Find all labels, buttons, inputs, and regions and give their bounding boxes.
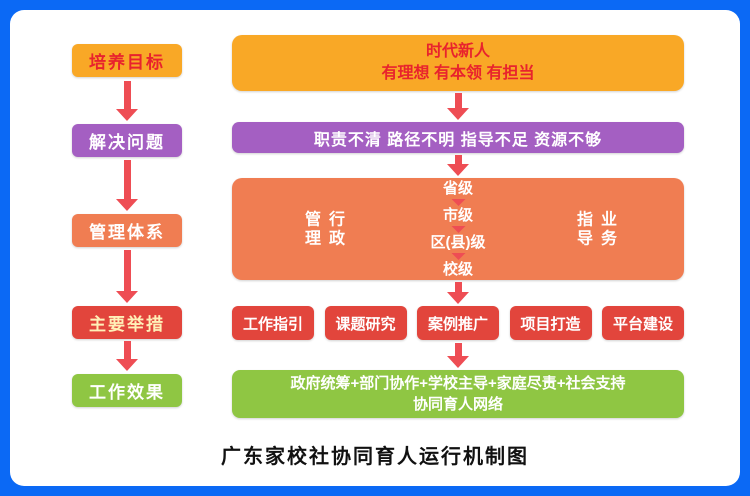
flow-arrow-left-3 xyxy=(116,250,138,303)
arrow-head-icon xyxy=(451,198,465,206)
stage-measures-label: 主要举措 xyxy=(72,306,182,339)
stage-problem-label: 解决问题 xyxy=(72,124,182,157)
level-city: 市级 xyxy=(442,206,473,224)
diagram-canvas: 培养目标 解决问题 管理体系 主要举措 工作效果 时代新人 有理想 有本领 有担… xyxy=(10,10,740,486)
flow-arrow-left-1 xyxy=(116,81,138,121)
level-district: 区(县)级 xyxy=(430,233,486,251)
problem-box: 职责不清 路径不明 指导不足 资源不够 xyxy=(232,122,684,153)
diagram-title: 广东家校社协同育人运行机制图 xyxy=(221,446,529,468)
level-arrow-2 xyxy=(451,225,465,233)
flow-arrow-right-1 xyxy=(447,93,469,120)
arrow-shaft xyxy=(123,341,131,359)
arrow-head-icon xyxy=(447,292,469,304)
arrow-shaft xyxy=(454,282,462,292)
measures-row: 工作指引 课题研究 案例推广 项目打造 平台建设 xyxy=(232,306,684,340)
effect-line-1: 政府统筹+部门协作+学校主导+家庭尽责+社会支持 xyxy=(290,375,626,392)
level-arrow-3 xyxy=(451,252,465,260)
arrow-head-icon xyxy=(447,108,469,120)
level-province: 省级 xyxy=(442,179,473,197)
flow-arrow-left-2 xyxy=(116,160,138,211)
level-school: 校级 xyxy=(442,260,473,278)
level-arrow-1 xyxy=(451,198,465,206)
measure-research: 课题研究 xyxy=(324,306,407,340)
arrow-shaft xyxy=(454,343,462,356)
management-admin-label: 行政管理 xyxy=(302,210,343,248)
arrow-head-icon xyxy=(116,359,138,371)
arrow-head-icon xyxy=(116,199,138,211)
arrow-shaft xyxy=(454,93,462,108)
measure-work-guide: 工作指引 xyxy=(232,306,314,340)
arrow-head-icon xyxy=(447,164,469,176)
effect-line-2: 协同育人网络 xyxy=(412,396,503,413)
management-guidance-label: 业务指导 xyxy=(574,210,615,248)
management-box: 行政管理 省级 市级 区(县)级 校级 业务指导 xyxy=(232,178,684,280)
flow-arrow-right-3 xyxy=(447,282,469,304)
flow-arrow-right-4 xyxy=(447,343,469,368)
management-levels: 省级 市级 区(县)级 校级 xyxy=(431,178,486,280)
arrow-shaft xyxy=(123,250,131,291)
effect-box: 政府统筹+部门协作+学校主导+家庭尽责+社会支持 协同育人网络 xyxy=(232,370,684,418)
arrow-head-icon xyxy=(447,356,469,368)
arrow-shaft xyxy=(123,81,131,109)
goal-box: 时代新人 有理想 有本领 有担当 xyxy=(232,35,684,91)
arrow-shaft xyxy=(123,160,131,199)
arrow-head-icon xyxy=(116,291,138,303)
flow-arrow-right-2 xyxy=(447,155,469,176)
stage-effect-label: 工作效果 xyxy=(72,374,182,407)
arrow-head-icon xyxy=(451,252,465,260)
goal-line-2: 有理想 有本领 有担当 xyxy=(381,65,535,82)
arrow-head-icon xyxy=(451,225,465,233)
measure-platform-building: 平台建设 xyxy=(602,306,684,340)
arrow-head-icon xyxy=(116,109,138,121)
stage-goal-label: 培养目标 xyxy=(72,44,182,77)
measure-project-building: 项目打造 xyxy=(509,306,592,340)
measure-case-promotion: 案例推广 xyxy=(417,306,499,340)
stage-management-label: 管理体系 xyxy=(72,214,182,247)
goal-line-1: 时代新人 xyxy=(425,43,490,60)
arrow-shaft xyxy=(454,155,462,164)
flow-arrow-left-4 xyxy=(116,341,138,371)
